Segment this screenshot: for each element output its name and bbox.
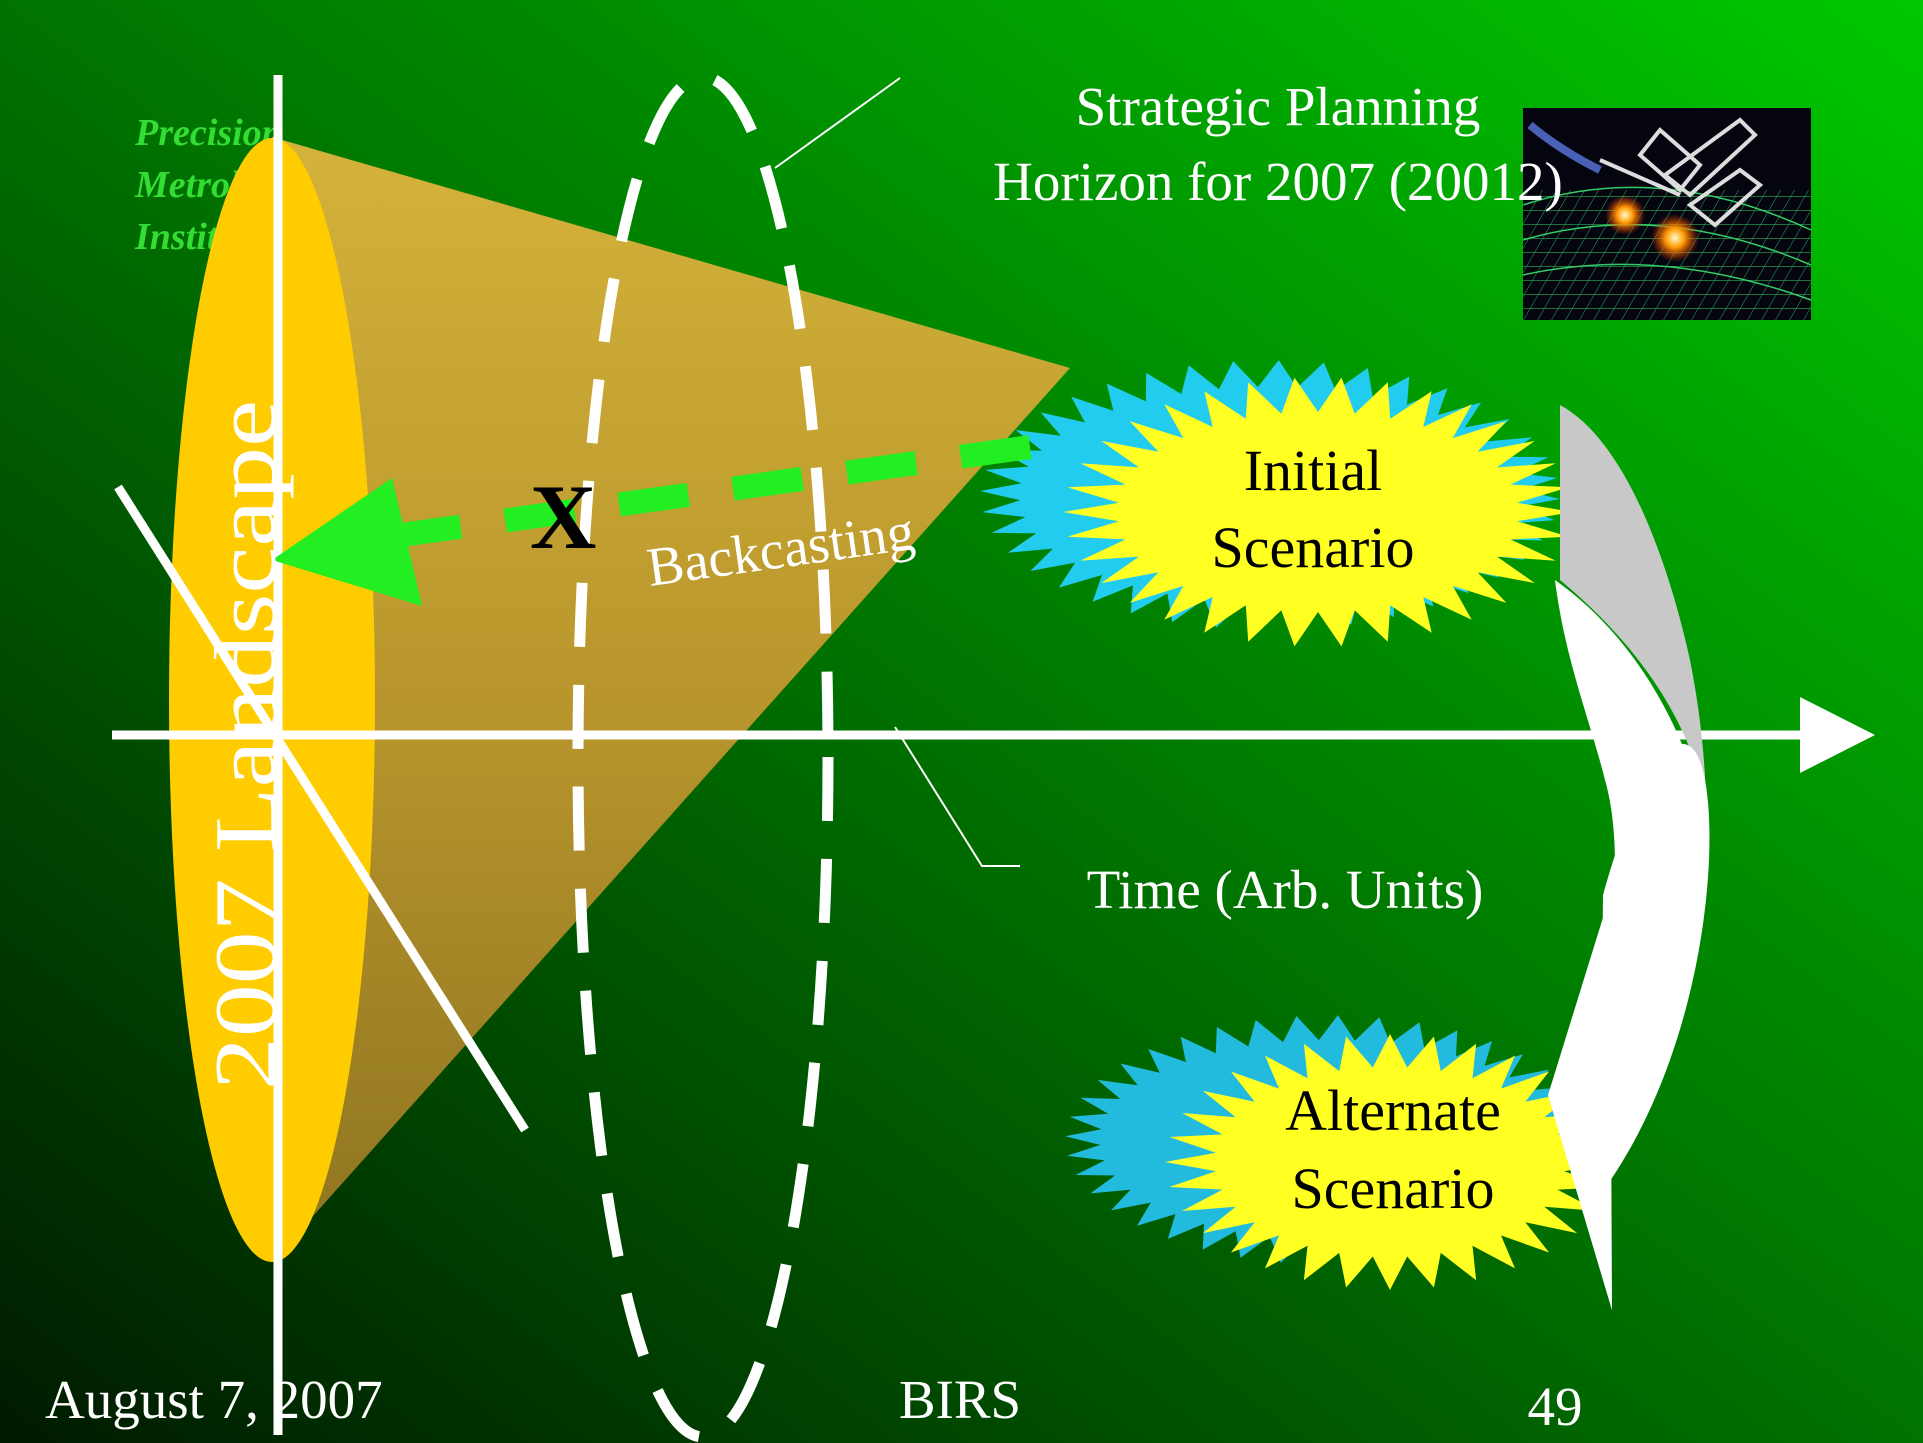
diagonal-line xyxy=(114,484,529,1133)
initial-scenario-label-line-1: Initial xyxy=(1244,438,1383,503)
alternate-scenario-burst-front xyxy=(1165,1034,1615,1290)
planning-horizon-ellipse xyxy=(572,71,834,1443)
time-axis-label: Time (Arb. Units) xyxy=(1087,859,1484,920)
footer-center: BIRS xyxy=(899,1369,1021,1430)
initial-scenario-burst xyxy=(980,360,1573,647)
x-mark: X xyxy=(530,466,596,568)
alternate-scenario-label-line-2: Scenario xyxy=(1292,1156,1495,1221)
time-axis-arrowhead-icon xyxy=(1800,697,1875,773)
horizon-title-line-1: Strategic Planning xyxy=(1076,76,1481,137)
horizon-title-line-2: Horizon for 2007 (20012) xyxy=(993,151,1563,212)
horizon-leader-line xyxy=(774,77,901,169)
scenario-transition-arrow-shade xyxy=(1560,405,1706,800)
time-leader-line xyxy=(894,726,1020,867)
scenario-transition-arrowhead-icon xyxy=(1548,895,1612,1310)
scenario-transition-arrow-tail xyxy=(1600,744,1710,1195)
landscape-label: 2007 Landscape xyxy=(198,400,295,1090)
alternate-scenario-label-line-1: Alternate xyxy=(1285,1078,1501,1143)
wireframe-spacecraft-image xyxy=(1522,108,1812,320)
cone-base-ellipse xyxy=(169,138,375,1262)
footer-page-number: 49 xyxy=(1528,1376,1583,1437)
planning-cone xyxy=(272,137,1070,1262)
backcasting-arrowhead-icon xyxy=(272,478,422,606)
initial-scenario-label-line-2: Scenario xyxy=(1212,515,1415,580)
initial-scenario-burst-front xyxy=(1063,377,1573,647)
footer-date: August 7, 2007 xyxy=(45,1369,383,1430)
alternate-scenario-burst xyxy=(1065,1015,1615,1290)
